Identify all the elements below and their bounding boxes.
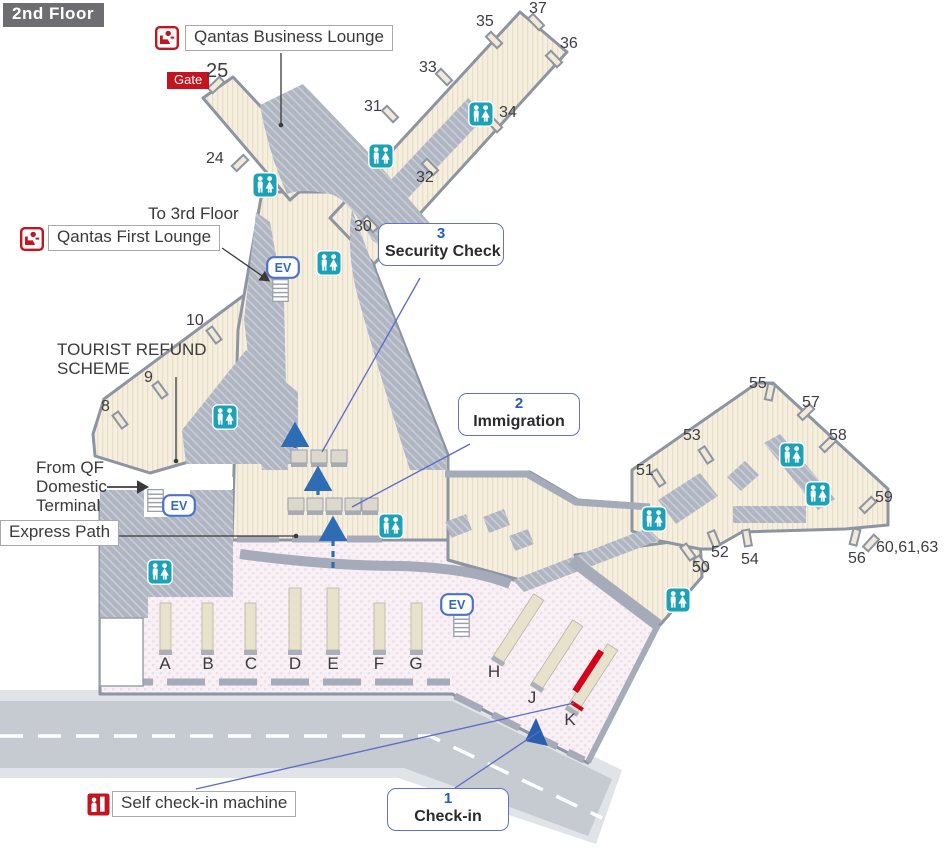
elevator-icon <box>266 256 300 279</box>
from-qf-text: From QF Domestic Terminal <box>36 458 107 516</box>
gate-label-59: 59 <box>875 489 893 506</box>
stairs-icon <box>147 489 164 512</box>
to-3rd-floor-text: To 3rd Floor <box>148 204 239 223</box>
counter-label-e: E <box>327 654 339 673</box>
gate-label-8: 8 <box>101 398 110 415</box>
gate-bridges <box>111 12 881 574</box>
counter-label-a: A <box>159 654 171 673</box>
gate-label-54: 54 <box>741 551 759 568</box>
gate-label-60-61-63: 60,61,63 <box>876 539 939 556</box>
self-checkin-label: Self check-in machine <box>112 791 297 817</box>
gate-label-30: 30 <box>354 218 372 235</box>
counter-label-d: D <box>288 654 302 673</box>
lounge-icon <box>20 227 44 251</box>
elevator-icon <box>162 494 196 517</box>
self-checkin-icon <box>87 793 110 816</box>
toilet-icon <box>368 143 394 169</box>
leader-lines <box>93 53 575 790</box>
business-lounge-label: Qantas Business Lounge <box>185 25 393 51</box>
pier-gates-50-63 <box>630 381 890 551</box>
toilet-icon <box>779 442 805 468</box>
counter-label-c: C <box>244 654 258 673</box>
gate-label-33: 33 <box>419 59 437 76</box>
flow-arrows <box>280 421 348 568</box>
gate-label-50: 50 <box>692 559 710 576</box>
toilet-icon <box>805 481 831 507</box>
counter-label-h: H <box>487 662 501 681</box>
immigration-counters <box>287 497 379 515</box>
counter-label-k: K <box>564 710 576 729</box>
toilet-icon <box>378 513 404 539</box>
counter-label-f: F <box>373 654 385 673</box>
security-counters <box>290 449 348 467</box>
counter-label-g: G <box>409 654 423 673</box>
curbside-arrow <box>525 718 548 746</box>
gate-label-37: 37 <box>529 0 547 17</box>
gate-label-58: 58 <box>829 427 847 444</box>
gate-label-36: 36 <box>560 35 578 52</box>
gate-badge: Gate <box>167 72 210 89</box>
gate-label-57: 57 <box>802 394 820 411</box>
tourist-refund-text: TOURIST REFUND SCHEME <box>57 340 207 379</box>
toilet-icon <box>468 101 494 127</box>
step-immigration: 2 Immigration <box>458 393 580 436</box>
counter-label-j: J <box>527 688 537 707</box>
express-path-label: Express Path <box>0 520 120 546</box>
gate-label-24: 24 <box>206 150 224 167</box>
gate-label-35: 35 <box>476 13 494 30</box>
gate-label-53: 53 <box>683 427 701 444</box>
step-security-check: 3 Security Check <box>378 223 504 266</box>
gate-label-25: 25 <box>206 60 229 82</box>
gate-label-34: 34 <box>499 104 517 121</box>
gate-label-51: 51 <box>636 462 654 479</box>
step-checkin: 1 Check-in <box>387 788 509 831</box>
gate-label-52: 52 <box>711 544 729 561</box>
gate-label-10: 10 <box>186 312 204 329</box>
toilet-icon <box>665 587 691 613</box>
gate-label-9: 9 <box>144 369 153 386</box>
toilet-icon <box>641 506 667 532</box>
floor-badge: 2nd Floor <box>3 3 104 27</box>
toilet-icon <box>252 172 278 198</box>
first-lounge-label: Qantas First Lounge <box>48 225 221 251</box>
toilet-icon <box>316 250 342 276</box>
interior-walls <box>115 470 662 764</box>
stairs-icon <box>453 614 470 637</box>
toilet-icon <box>147 559 173 585</box>
gate-label-32: 32 <box>416 169 434 186</box>
stairs-icon <box>272 279 289 302</box>
terminal-structures <box>100 84 835 618</box>
lounge-icon <box>155 26 179 50</box>
gate-label-56: 56 <box>848 550 866 567</box>
gate-label-31: 31 <box>364 98 382 115</box>
counter-label-b: B <box>202 654 214 673</box>
toilet-icon <box>212 404 238 430</box>
checkin-counter-rows <box>159 587 619 717</box>
elevator-icon <box>440 593 474 616</box>
gate-label-55: 55 <box>749 375 767 392</box>
